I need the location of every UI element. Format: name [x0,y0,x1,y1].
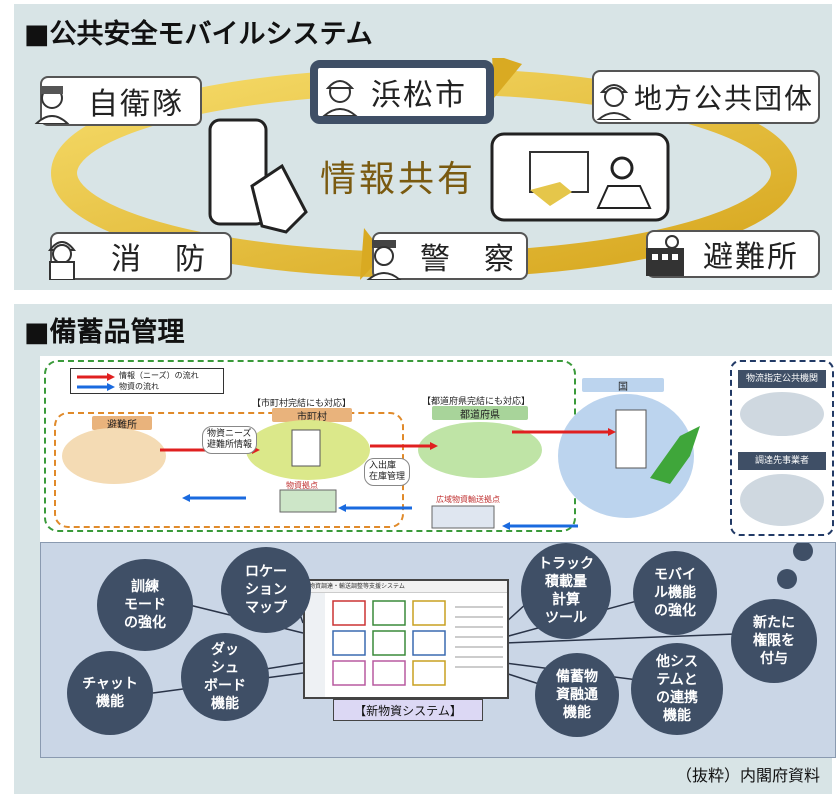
smartphone-hand-icon [208,118,308,234]
police-officer-icon [366,240,402,280]
feature-authority: 新たに 権限を 付与 [731,599,817,683]
feature-training: 訓練 モード の強化 [97,559,193,651]
flow-graphics [62,394,700,530]
feature-stockpile: 備蓄物 資融通 機能 [535,653,619,737]
staff-image [740,474,824,526]
depot-local: 物資拠点 [286,481,318,490]
node-procurement-label: 調達先事業者 [738,452,826,470]
feature-truck-tool: トラック 積載量 計算 ツール [521,543,611,639]
tablet-map-icon [490,132,670,222]
legend-goods: 物資の流れ [119,382,159,391]
feature-dashboard: ダッ シュ ボード 機能 [181,633,269,721]
screen-menu-grid [305,593,503,697]
external-parties-box: 物流指定公共機関 調達先事業者 [730,360,834,536]
helmet-worker-icon [322,80,358,116]
tag-hamamatsu: 浜松市 [310,60,494,124]
helmet-worker-icon [596,84,632,120]
tag-hinanjo: 避難所 [646,230,820,278]
flow-diagram: 情報（ニーズ）の流れ 物資の流れ 【市町村完結にも対応】 【都道府県完結にも対応… [40,356,836,542]
feature-location-map: ロケー ション マップ [221,547,311,633]
truck-image [740,392,824,436]
shelter-building-icon [646,235,684,276]
node-logistics-label: 物流指定公共機関 [738,370,826,388]
note-municipal: 【市町村完結にも対応】 [252,399,352,409]
tag-keisatsu-label: 警 察 [420,242,516,277]
public-safety-panel: ■公共安全モバイルシステム 自衛隊 浜松市 地方公共団体 情報共有 [14,4,832,290]
system-label: 【新物資システム】 [333,699,483,721]
screen-title: 物資調達・輸送調整等支援システム [305,581,507,593]
tag-keisatsu: 警 察 [366,232,528,280]
feature-integration: 他シス テムと の連携 機能 [631,643,723,735]
tag-shobo: 消 防 [47,232,232,280]
feature-chat: チャット 機能 [67,651,153,735]
section-title-public-safety: ■公共安全モバイルシステム [24,19,373,50]
legend: 情報（ニーズ）の流れ 物資の流れ [70,368,224,394]
feature-area: 物資調達・輸送調整等支援システム 【新物資システム】 訓練 モード の強化 ロケ… [40,542,836,758]
bubble-inventory: 入出庫 在庫管理 [364,458,411,486]
firefighter-icon [47,241,77,280]
depot-wide: 広域物資輸送拠点 [436,495,500,504]
legend-info: 情報（ニーズ）の流れ [119,371,199,380]
stockpile-management-panel: ■備蓄品管理 情報（ニーズ）の流れ 物資の流れ 【市町村完結にも対応】 【都道府… [14,304,836,794]
soldier-icon [34,86,70,124]
node-kuni-label: 国 [582,378,664,393]
section-title-stockpile: ■備蓄品管理 [24,317,185,348]
source-credit: （抜粋）内閣府資料 [675,766,820,785]
node-todofuken-label: 都道府県 [432,406,528,421]
info-sharing-label: 情報共有 [320,159,477,200]
tag-chiho: 地方公共団体 [592,70,820,124]
system-screen: 物資調達・輸送調整等支援システム [303,579,509,699]
tag-hinanjo-label: 避難所 [703,240,799,275]
note-prefecture: 【都道府県完結にも対応】 [422,397,531,407]
bubble-needs: 物資ニーズ 避難所情報 [202,426,258,454]
node-hinanjo-label: 避難所 [92,416,152,431]
node-shichoson-label: 市町村 [272,408,352,423]
feature-mobile: モバイ ル機能 の強化 [633,551,717,635]
tag-shobo-label: 消 防 [111,242,207,277]
tag-jieitai: 自衛隊 [34,76,202,126]
tag-hamamatsu-label: 浜松市 [371,78,467,113]
tag-jieitai-label: 自衛隊 [88,87,184,122]
tag-chiho-label: 地方公共団体 [633,82,814,115]
legend-arrows [77,373,115,391]
